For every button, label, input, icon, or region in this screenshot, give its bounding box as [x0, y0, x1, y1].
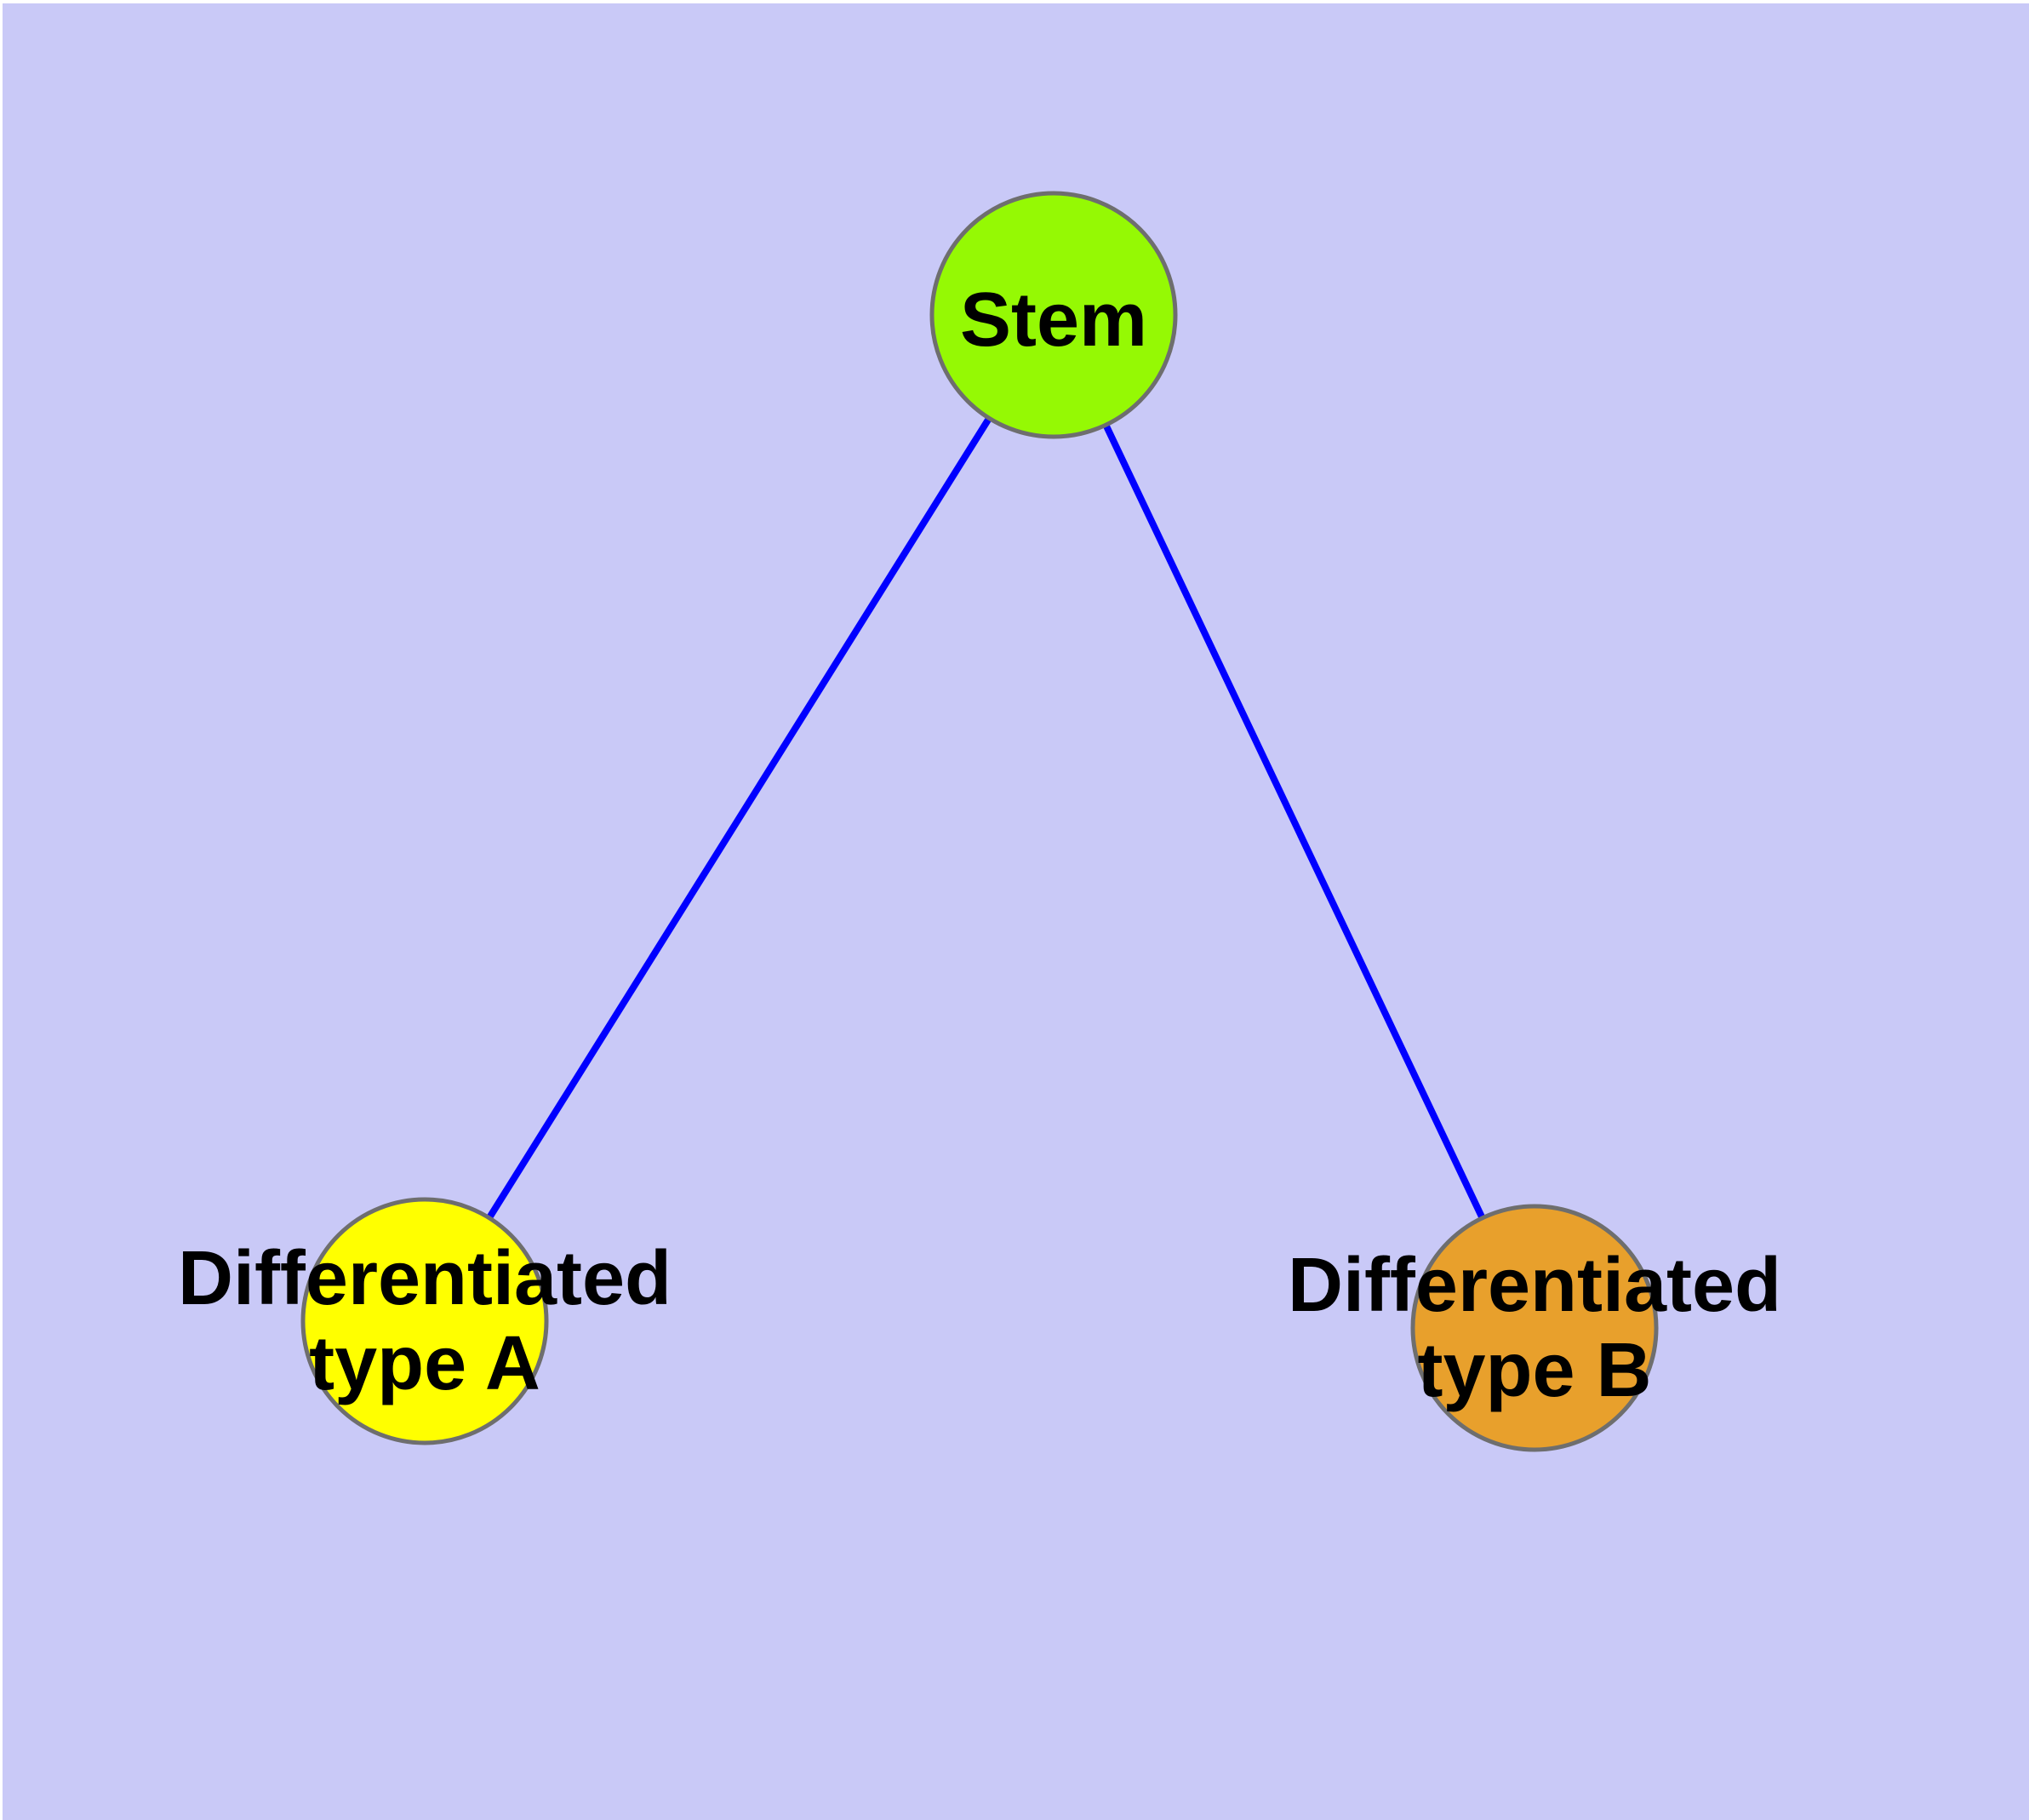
node-stem	[929, 191, 1178, 439]
node-stem-label: Stem	[960, 278, 1147, 363]
node-type-b-label-line2: type B	[1417, 1328, 1651, 1413]
edge-stem-to-type-b	[1050, 313, 1538, 1330]
node-differentiated-type-b	[1410, 1204, 1659, 1452]
edge-stem-to-type-a	[421, 312, 1057, 1324]
node-type-a-label-line1: Differentiated	[178, 1236, 672, 1321]
node-type-a-label-line2: type A	[309, 1321, 540, 1406]
node-differentiated-type-a	[300, 1197, 549, 1445]
node-type-b-label-line1: Differentiated	[1288, 1243, 1781, 1328]
